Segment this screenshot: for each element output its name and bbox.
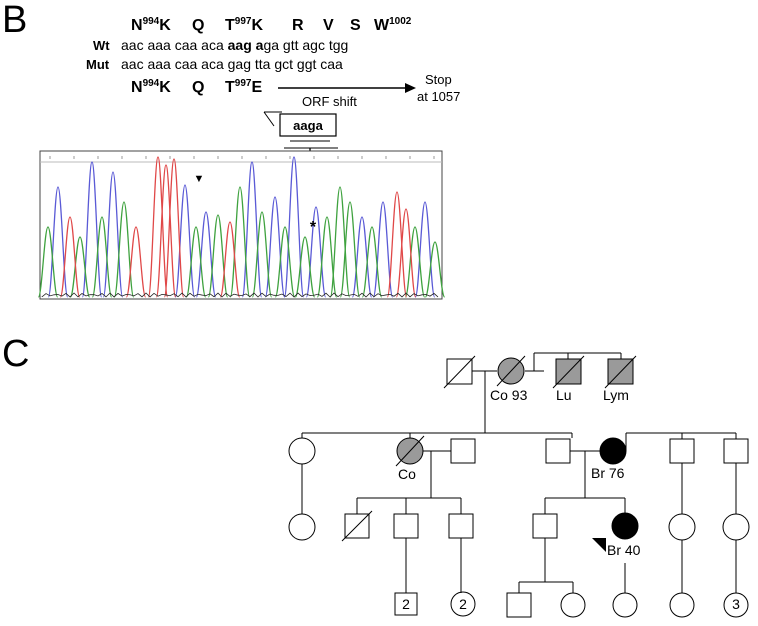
pedigree (288, 352, 750, 618)
aa-v: V (323, 17, 334, 34)
panel-b-label: B (2, 0, 27, 41)
aa-r: R (292, 17, 304, 34)
chromatogram-peak (195, 211, 217, 298)
chromatogram-traces (37, 156, 446, 298)
gen4-female-group-2 (450, 591, 476, 617)
orf-shift-arrow (278, 83, 416, 93)
stop-label-line2: at 1057 (417, 89, 460, 104)
asterisk-marker: * (310, 219, 317, 236)
chromatogram-peak (59, 216, 81, 298)
gen3-female-6 (722, 513, 750, 541)
wt-label: Wt (93, 38, 110, 53)
chromatogram-ticks (49, 156, 435, 159)
gen2-male-spouse (450, 438, 476, 464)
chromatogram-peak (241, 161, 263, 298)
gen4-male-group-2 (394, 592, 418, 616)
gen3-male-deceased (344, 513, 370, 539)
chromatogram-peak (37, 226, 59, 298)
proband-arrow (592, 538, 606, 552)
arrowhead-marker: ▼ (194, 173, 205, 185)
chromatogram-peak (102, 171, 124, 298)
label-co: Co (398, 466, 416, 482)
gen4-female-3 (669, 592, 695, 618)
gen3-female-1 (288, 513, 316, 541)
chromatogram-frame (39, 150, 443, 300)
chromatogram-peak (207, 214, 229, 298)
chromatogram-peak (185, 226, 207, 298)
aa-q: Q (192, 17, 204, 34)
aa-q-mut: Q (192, 79, 204, 96)
gen3-male-4 (532, 513, 558, 539)
chromatogram-peak (386, 191, 408, 298)
label-br40: Br 40 (607, 542, 641, 558)
gen2-male-br76-spouse (545, 438, 571, 464)
chromatogram-peak (174, 184, 196, 298)
deletion-box (279, 113, 337, 137)
chromatogram-peak (274, 226, 296, 298)
mut-label: Mut (86, 57, 110, 72)
gen3-male-2 (393, 513, 419, 539)
bottom-amino-acids: N994K Q T997E (131, 78, 262, 96)
aa-s: S (350, 17, 361, 34)
chromatogram-peak (351, 216, 373, 298)
chromatogram-peak (404, 226, 426, 298)
chromatogram-peak (294, 236, 316, 298)
count-2-female: 2 (459, 596, 467, 612)
chromatogram-peak (69, 236, 91, 298)
gen4-female-2 (612, 592, 638, 618)
chromatogram-peak (163, 158, 185, 298)
label-co93: Co 93 (490, 387, 528, 403)
chromatogram-peak (316, 216, 338, 298)
deletion-box-text: aaga (293, 118, 323, 133)
gen3-female-br40 (611, 512, 639, 540)
gen3-male-3 (448, 513, 474, 539)
gen2-female-1 (288, 437, 316, 465)
count-3-female: 3 (732, 596, 740, 612)
wt-sequence: aac aaa caa aca aag aga gtt agc tgg (121, 37, 348, 53)
chromatogram: ▼ * (37, 150, 446, 300)
chromatogram-peak (229, 186, 251, 298)
count-2-male: 2 (402, 596, 410, 612)
chromatogram-peak (155, 164, 177, 298)
label-lu: Lu (556, 387, 572, 403)
chromatogram-peak (125, 226, 147, 298)
chromatogram-peak (424, 241, 446, 298)
gen4-female-1 (560, 592, 586, 618)
aa-w1002: W1002 (374, 16, 412, 34)
gen2-female-br76 (599, 437, 627, 465)
chromatogram-peak (91, 216, 113, 298)
label-lym: Lym (603, 387, 629, 403)
chromatogram-peak (251, 211, 273, 298)
gen3-female-5 (668, 513, 696, 541)
gen4-female-group-3 (723, 592, 749, 618)
stop-label-line1: Stop (425, 72, 452, 87)
aa-n994-mut: N994K (131, 78, 171, 96)
chromatogram-peak (219, 221, 241, 298)
orf-shift-label: ORF shift (302, 94, 357, 109)
chromatogram-peak (361, 226, 383, 298)
gen2-male-4 (723, 438, 749, 464)
aa-t997: T997K (225, 16, 263, 34)
chromatogram-peak (329, 186, 351, 298)
chromatogram-peak (147, 156, 169, 298)
pedigree-labels: Co 93 Lu Lym Co Br 76 Br 40 2 2 3 (398, 387, 740, 612)
aa-t997-mut: T997E (225, 78, 262, 96)
gen2-male-3 (669, 438, 695, 464)
chromatogram-peak (395, 208, 417, 298)
mut-sequence: aac aaa caa aca gag tta gct ggt caa (121, 56, 343, 72)
panel-c-label: C (2, 333, 29, 375)
gen4-male-1 (506, 592, 532, 618)
top-amino-acids: N994K Q T997K R V S W1002 (131, 16, 412, 34)
gen1-male-deceased (446, 358, 473, 385)
chromatogram-peak (81, 161, 103, 298)
chromatogram-peak (305, 206, 327, 298)
chromatogram-baseline (41, 292, 439, 298)
chromatogram-peak (339, 201, 361, 298)
chromatogram-peak (414, 201, 436, 298)
aa-n994: N994K (131, 16, 171, 34)
label-br76: Br 76 (591, 465, 625, 481)
